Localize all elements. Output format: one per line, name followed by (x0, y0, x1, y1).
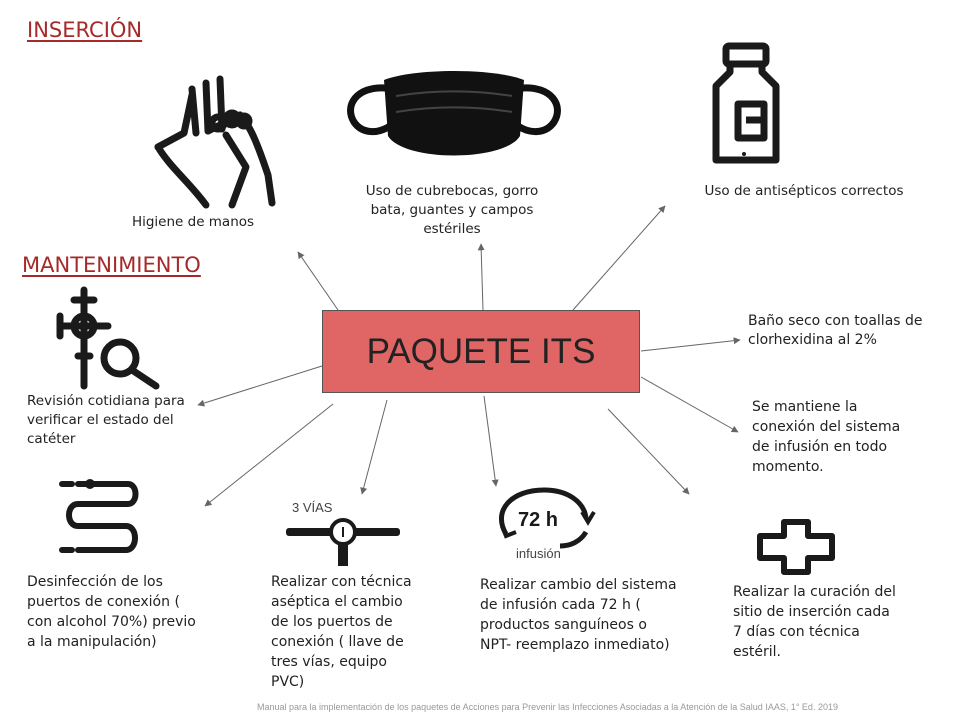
label-bano-seco: Baño seco con toallas de clorhexidina al… (748, 313, 923, 348)
label-antisepticos: Uso de antisépticos correctos (704, 183, 904, 199)
antiseptic-bottle-icon (712, 42, 780, 164)
arrow-antisepticos (572, 205, 666, 311)
three-way-label: 3 VÍAS (292, 500, 333, 515)
72h-cycle-icon: 72 h infusión (499, 487, 596, 561)
arrow-desinfeccion (204, 403, 334, 507)
label-conexion-infusion: Se mantiene la conexión del sistema de i… (752, 399, 901, 475)
tubing-icon (59, 479, 139, 553)
label-curacion-sitio: Realizar la curación del sitio de inserc… (733, 584, 896, 660)
section-title-insercion: INSERCIÓN (27, 18, 143, 42)
medical-cross-icon (757, 519, 835, 575)
central-box-paquete-its: PAQUETE ITS (322, 310, 640, 393)
label-revision-cateter: Revisión cotidiana para verificar el est… (27, 393, 185, 447)
label-higiene-manos: Higiene de manos (131, 214, 255, 230)
arrow-cambio (483, 395, 499, 487)
arrow-curacion (607, 408, 690, 495)
infusion-label: infusión (516, 546, 561, 561)
hands-washing-icon (154, 75, 276, 209)
source-footer: Manual para la implementación de los paq… (257, 702, 838, 712)
central-label: PAQUETE ITS (366, 331, 596, 371)
label-tecnica-aseptica: Realizar con técnica aséptica el cambio … (271, 574, 412, 690)
arrow-revision (197, 365, 323, 407)
label-cambio-sistema: Realizar cambio del sistema de infusión … (480, 577, 677, 653)
catheter-inspection-icon (56, 286, 160, 390)
section-title-mantenimiento: MANTENIMIENTO (22, 253, 201, 277)
arrow-conexion (640, 376, 739, 433)
label-cubrebocas: Uso de cubrebocas, gorro bata, guantes y… (365, 183, 539, 237)
arrow-higiene (297, 251, 339, 311)
arrow-cubrebocas (477, 243, 485, 311)
face-mask-icon (347, 71, 561, 156)
arrow-tecnica (360, 399, 388, 495)
72h-label: 72 h (518, 509, 558, 531)
label-desinfeccion-puertos: Desinfección de los puertos de conexión … (27, 574, 196, 650)
three-way-valve-icon: 3 VÍAS (286, 500, 400, 566)
arrow-bano (640, 337, 741, 352)
